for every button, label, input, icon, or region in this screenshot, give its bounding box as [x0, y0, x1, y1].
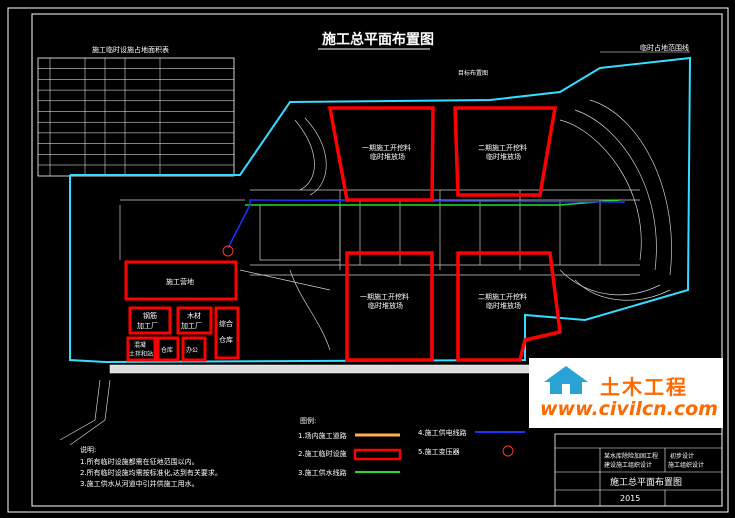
material-store-l2: 仓库: [219, 335, 233, 344]
steel-shop-l1: 钢筋: [143, 311, 157, 320]
wood-shop: [176, 306, 213, 335]
warehouse-label: 仓库: [161, 346, 173, 354]
boundary-label: 临时占地范围线: [640, 43, 689, 52]
power-supply-line: [227, 199, 626, 249]
stockyard-ne2-l1: 二期施工开挖料: [478, 143, 527, 152]
stockyard-s1-l1: 一期施工开挖料: [360, 292, 409, 301]
concrete-plant: [126, 336, 157, 362]
steel-shop: [128, 306, 172, 335]
transformer-symbol: [222, 245, 234, 257]
notes-line-1: 1.所有临时设施都需在征地范围以内。: [80, 457, 199, 466]
legend-item-3: 3.施工供水线路: [298, 468, 347, 477]
notes-line-2: 2.所有临时设施均需按标准化,达到有关要求。: [80, 468, 222, 477]
notes-heading: 说明:: [80, 445, 96, 454]
construction-camp-label: 施工营地: [166, 277, 194, 286]
stockyard-s1: [345, 251, 434, 362]
outer-frame: [7, 7, 729, 513]
notes-block: 说明: 1.所有临时设施都需在征地范围以内。 2.所有临时设施均需按标准化,达到…: [80, 445, 222, 488]
legend-swatch-transformer: [502, 445, 514, 457]
tb-stage: 初步设计: [670, 452, 694, 460]
stockyard-ne1-l1: 一期施工开挖料: [362, 143, 411, 152]
concrete-plant-l2: 土拌和站: [129, 350, 153, 358]
stockyard-s2-l1: 二期施工开挖料: [478, 292, 527, 301]
stockyards: [327, 106, 562, 362]
inner-frame: [31, 13, 723, 507]
warehouse: [156, 336, 180, 362]
title-block: 某水库除险加固工程 建设施工组织设计 初步设计 施工组织设计 施工总平面布置图 …: [554, 433, 723, 507]
area-table: 施工临时设施占地面积表: [37, 45, 235, 177]
tb-drawing-name: 施工总平面布置图: [610, 476, 682, 488]
legend-item-4: 4.施工供电线路: [418, 428, 467, 437]
legend-title: 图例:: [300, 416, 316, 425]
tb-discipline: 施工组织设计: [668, 461, 704, 469]
facility-labels: 施工营地 钢筋 加工厂 木材 加工厂 综合 仓库 混凝 土拌和站 仓库 办公: [129, 277, 233, 358]
facilities: [124, 260, 240, 362]
layout-label: 目标布置图: [458, 69, 488, 77]
notes-line-3: 3.施工供水从河道中引并供施工用水。: [80, 479, 199, 488]
steel-shop-l2: 加工厂: [137, 321, 158, 330]
legend: 图例: 1.场内施工道路 2.施工临时设施 3.施工供水线路 4.施工供电线路 …: [298, 416, 525, 477]
watermark-url: www.civilcn.com: [540, 398, 718, 420]
stockyard-labels: 一期施工开挖料 临时堆放场 二期施工开挖料 临时堆放场 一期施工开挖料 临时堆放…: [360, 143, 527, 310]
stockyard-s2: [456, 251, 562, 362]
material-store-l1: 综合: [219, 319, 233, 328]
wood-shop-l2: 加工厂: [181, 321, 202, 330]
drawing-title: 施工总平面布置图: [322, 31, 434, 48]
legend-item-1: 1.场内施工道路: [298, 431, 347, 440]
stockyard-s2-l2: 临时堆放场: [486, 301, 521, 310]
land-boundary-line: [69, 56, 692, 364]
house-logo-icon: [544, 366, 588, 394]
area-table-title: 施工临时设施占地面积表: [92, 45, 169, 54]
main-road: [109, 364, 531, 374]
concrete-plant-l1: 混凝: [134, 341, 146, 349]
wood-shop-l1: 木材: [187, 311, 201, 320]
material-store: [214, 306, 240, 360]
watermark-text: 土木工程: [600, 375, 688, 399]
tb-project-1: 某水库除险加固工程: [604, 452, 658, 460]
stockyard-ne1-l2: 临时堆放场: [370, 152, 405, 161]
office: [181, 336, 207, 362]
legend-item-2: 2.施工临时设施: [298, 449, 347, 458]
tb-project-2: 建设施工组织设计: [604, 461, 652, 469]
legend-item-5: 5.施工变压器: [418, 447, 460, 456]
stockyard-ne2-l2: 临时堆放场: [486, 152, 521, 161]
stockyard-s1-l2: 临时堆放场: [368, 301, 403, 310]
tb-number: 2015: [620, 494, 640, 503]
legend-swatch-facility: [353, 448, 402, 461]
stockyard-ne2: [453, 106, 558, 197]
construction-camp: [124, 260, 238, 301]
office-label: 办公: [186, 346, 198, 354]
stockyard-ne1: [327, 106, 435, 202]
